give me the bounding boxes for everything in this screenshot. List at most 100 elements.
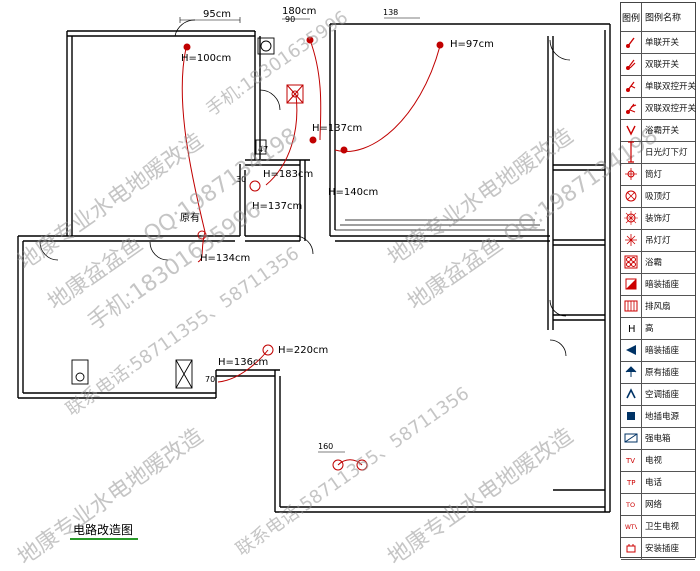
height-label: H=134cm — [200, 253, 251, 264]
double-switch-icon — [621, 53, 642, 75]
legend-row: 筒灯 — [621, 163, 695, 186]
legend-row: WTV 卫生电视 — [621, 515, 695, 538]
dimension-label: 90 — [285, 15, 296, 24]
title-underline — [70, 538, 138, 540]
dimension-lines — [179, 17, 420, 453]
legend-row: TP 电话 — [621, 471, 695, 494]
legend-row: 空调插座 — [621, 383, 695, 406]
legend-label: 双联双控开关 — [645, 104, 697, 114]
decorative-lamp-icon — [621, 207, 642, 229]
legend-label: 暗装插座 — [645, 346, 680, 356]
height-mark-icon: H — [621, 317, 642, 339]
note-label: 47 — [258, 145, 269, 154]
concealed-socket-2-icon — [621, 339, 642, 361]
height-label: H=183cm — [263, 169, 314, 180]
legend-label: 电话 — [645, 478, 663, 488]
svg-text:TV: TV — [625, 457, 635, 465]
single-switch-icon — [621, 31, 642, 53]
legend-row: 浴霸 — [621, 251, 695, 274]
legend-label: 单联双控开关 — [645, 82, 697, 92]
legend-row: TV 电视 — [621, 449, 695, 472]
note-label: 30 — [236, 175, 247, 184]
legend-row: 装饰灯 — [621, 207, 695, 230]
tv-outlet-icon: TV — [621, 449, 642, 471]
bath-heater-switch-icon — [621, 119, 642, 141]
note-label: 原有 — [180, 213, 200, 224]
chandelier-icon — [621, 229, 642, 251]
legend-row: 吊灯灯 — [621, 229, 695, 252]
legend-label: 吊灯灯 — [645, 236, 671, 246]
legend-row: 强电箱 — [621, 427, 695, 450]
floor-socket-icon — [621, 405, 642, 427]
legend-row: 原有插座 — [621, 361, 695, 384]
legend-header-row: 图例 图例名称 — [621, 3, 695, 32]
legend-row: 浴霸开关 — [621, 119, 695, 142]
circuit-wiring — [181, 39, 441, 466]
exhaust-fan-icon — [621, 295, 642, 317]
legend-label: 双联开关 — [645, 60, 680, 70]
legend-row: 双联开关 — [621, 53, 695, 76]
svg-text:TO: TO — [625, 501, 635, 509]
svg-text:TP: TP — [626, 479, 636, 487]
height-label: H=140cm — [328, 187, 379, 198]
height-label: H=136cm — [218, 357, 269, 368]
legend-label: 高 — [645, 324, 654, 334]
legend-row: TO 网络 — [621, 493, 695, 516]
existing-socket-icon — [621, 361, 642, 383]
legend-label: 网络 — [645, 500, 663, 510]
legend-header-symbol: 图例 — [621, 3, 642, 31]
legend-row: 安装插座 — [621, 537, 695, 560]
electrical-devices — [183, 36, 444, 471]
note-label: 70 — [205, 375, 216, 384]
height-label: H=100cm — [181, 53, 232, 64]
legend-label: 卫生电视 — [645, 522, 680, 532]
plan-title: 电路改造图 — [73, 523, 134, 537]
legend-row: 暗装插座 — [621, 339, 695, 362]
floor-plan-drawing — [17, 17, 611, 513]
height-label: H=137cm — [252, 201, 303, 212]
bath-tv-icon: WTV — [621, 515, 642, 537]
legend-table: 图例 图例名称 单联开关双联开关单联双控开关双联双控开关浴霸开关日光灯下灯筒灯吸… — [620, 2, 697, 560]
legend-row: 单联双控开关 — [621, 75, 697, 98]
bath-heater-icon — [621, 251, 642, 273]
legend-label: 装饰灯 — [645, 214, 671, 224]
double-dual-control-switch-icon — [621, 97, 642, 119]
legend-row: 排风扇 — [621, 295, 695, 318]
legend-label: 原有插座 — [645, 368, 680, 378]
wall-lines — [17, 19, 611, 513]
legend-label: 暗装插座 — [645, 280, 680, 290]
svg-text:WTV: WTV — [625, 524, 637, 531]
note-label: 160 — [318, 442, 334, 451]
network-outlet-icon: TO — [621, 493, 642, 515]
legend-header-name: 图例名称 — [645, 13, 682, 24]
legend-label: 日光灯下灯 — [645, 148, 688, 158]
dimension-label: 138 — [383, 8, 399, 17]
legend-row: 暗装插座 — [621, 273, 695, 296]
legend-label: 单联开关 — [645, 38, 680, 48]
dimension-label: 180cm — [282, 6, 317, 17]
legend-label: 排风扇 — [645, 302, 671, 312]
legend-label: 浴霸开关 — [645, 126, 680, 136]
legend-label: 浴霸 — [645, 258, 663, 268]
phone-outlet-icon: TP — [621, 471, 642, 493]
legend-label: 地插电源 — [645, 412, 680, 422]
svg-text:H: H — [628, 324, 636, 334]
legend-label: 安装插座 — [645, 544, 680, 554]
legend-row: 吸顶灯 — [621, 185, 695, 208]
height-label: H=137cm — [312, 123, 363, 134]
fluorescent-lamp-icon — [621, 141, 642, 163]
height-label: H=97cm — [450, 39, 494, 50]
power-box-icon — [621, 427, 642, 449]
ac-socket-icon — [621, 383, 642, 405]
concealed-socket-icon — [621, 273, 642, 295]
ceiling-lamp-icon — [621, 185, 642, 207]
legend-label: 空调插座 — [645, 390, 680, 400]
single-dual-control-switch-icon — [621, 75, 642, 97]
install-socket-icon — [621, 537, 642, 559]
legend-row: 日光灯下灯 — [621, 141, 695, 164]
legend-label: 吸顶灯 — [645, 192, 671, 202]
legend-label: 电视 — [645, 456, 663, 466]
downlight-icon — [621, 163, 642, 185]
